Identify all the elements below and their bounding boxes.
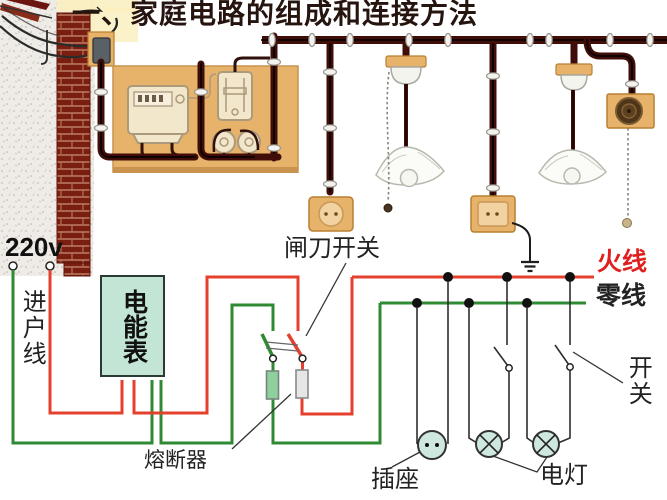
schematic-live-wire xyxy=(48,270,594,416)
service-cables xyxy=(0,7,93,65)
junction-dots xyxy=(412,272,575,308)
lamp-symbol-1 xyxy=(475,430,503,458)
wall-socket-2 xyxy=(470,195,539,273)
terminal-live xyxy=(45,261,55,271)
circuit-schematic xyxy=(8,261,624,473)
fuse-symbols xyxy=(265,369,309,400)
roof-eaves xyxy=(0,0,118,33)
ground-symbol xyxy=(521,260,539,273)
knife-switch-illustration xyxy=(188,56,270,121)
slide-title: 一、家庭电路的组成和连接方法 xyxy=(72,0,479,30)
socket-label: 插座 xyxy=(371,467,419,493)
switch-symbol-2 xyxy=(554,344,574,444)
wall-socket-1 xyxy=(308,196,354,232)
socket-symbol xyxy=(417,430,447,460)
lamp-label: 电灯 xyxy=(540,463,588,489)
switch-symbol-1 xyxy=(493,346,513,444)
energy-meter-label: 电能表 xyxy=(119,288,147,364)
pull-switch-bell xyxy=(606,93,655,228)
neutral-wire-label: 零线 xyxy=(596,283,647,310)
knife-switch-symbol xyxy=(265,341,307,363)
pull-knob-icon xyxy=(622,218,632,228)
terminal-neutral xyxy=(8,261,18,271)
live-wire-label: 火线 xyxy=(597,249,648,276)
pendant-lamp-2 xyxy=(538,63,607,185)
lamp-symbol-2 xyxy=(532,430,560,458)
photo-illustration xyxy=(0,0,667,277)
pull-knob-icon xyxy=(383,203,393,213)
drop-wires xyxy=(416,281,574,444)
knife-switch-label: 闸刀开关 xyxy=(284,236,380,262)
voltage-label: 220v xyxy=(5,232,63,262)
fuse-label: 熔断器 xyxy=(144,448,207,472)
wall-switch-label: 开关 xyxy=(624,355,651,407)
pointer-lines xyxy=(231,262,624,473)
conduit-run xyxy=(93,32,667,202)
pendant-lamp-1 xyxy=(375,55,445,213)
brick-column xyxy=(56,12,91,277)
energy-meter-box: 电能表 xyxy=(100,275,165,377)
service-wires-label: 进户线 xyxy=(18,289,45,367)
